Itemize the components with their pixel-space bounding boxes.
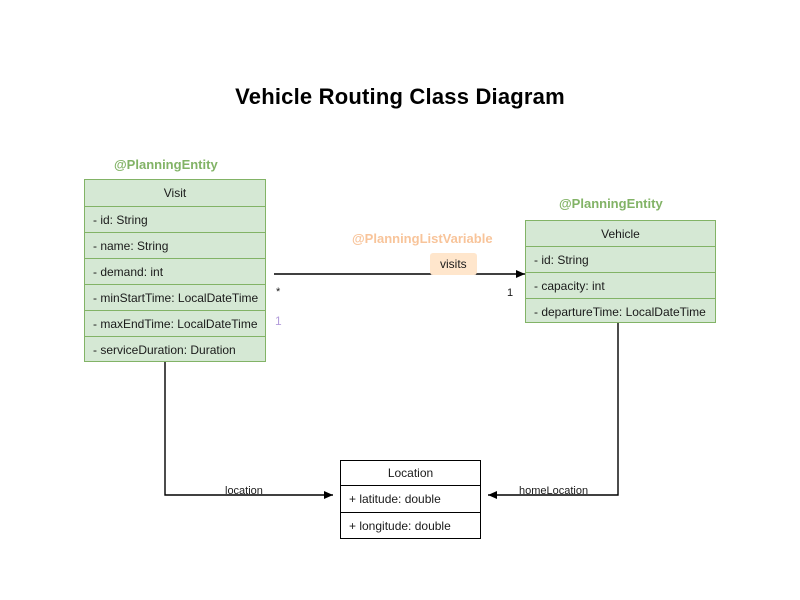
class-box-vehicle[interactable]: Vehicle - id: String - capacity: int - d… [525,220,716,323]
attribute-vehicle-id: - id: String [526,247,715,273]
attribute-visit-name: - name: String [85,233,265,259]
annotation-planning-list-variable: @PlanningListVariable [352,231,493,246]
multiplicity-visit-location: 1 [275,314,282,328]
attribute-location-latitude: + latitude: double [341,486,480,513]
annotation-vehicle-planning-entity: @PlanningEntity [559,196,663,211]
class-box-visit[interactable]: Visit - id: String - name: String - dema… [84,179,266,362]
annotation-visit-planning-entity: @PlanningEntity [114,157,218,172]
class-name-visit: Visit [85,180,265,207]
attribute-vehicle-capacity: - capacity: int [526,273,715,299]
multiplicity-visit-side: * [276,286,281,298]
attribute-visit-demand: - demand: int [85,259,265,285]
attribute-vehicle-departure-time: - departureTime: LocalDateTime [534,304,706,319]
edge-label-location: location [225,485,263,497]
multiplicity-vehicle-side: 1 [507,287,514,299]
attribute-visit-service-duration: - serviceDuration: Duration [93,342,236,357]
edge-label-home-location: homeLocation [519,485,589,497]
attribute-visit-max-end-time: - maxEndTime: LocalDateTime [85,311,265,337]
class-name-location: Location [341,461,480,486]
page-title: Vehicle Routing Class Diagram [235,84,565,109]
attribute-visit-min-start-time: - minStartTime: LocalDateTime [85,285,265,311]
edge-label-visits: visits [430,253,477,275]
class-name-vehicle: Vehicle [526,221,715,247]
attribute-location-longitude: + longitude: double [349,519,451,533]
attribute-visit-id: - id: String [85,207,265,233]
class-box-location[interactable]: Location + latitude: double + longitude:… [340,460,481,539]
